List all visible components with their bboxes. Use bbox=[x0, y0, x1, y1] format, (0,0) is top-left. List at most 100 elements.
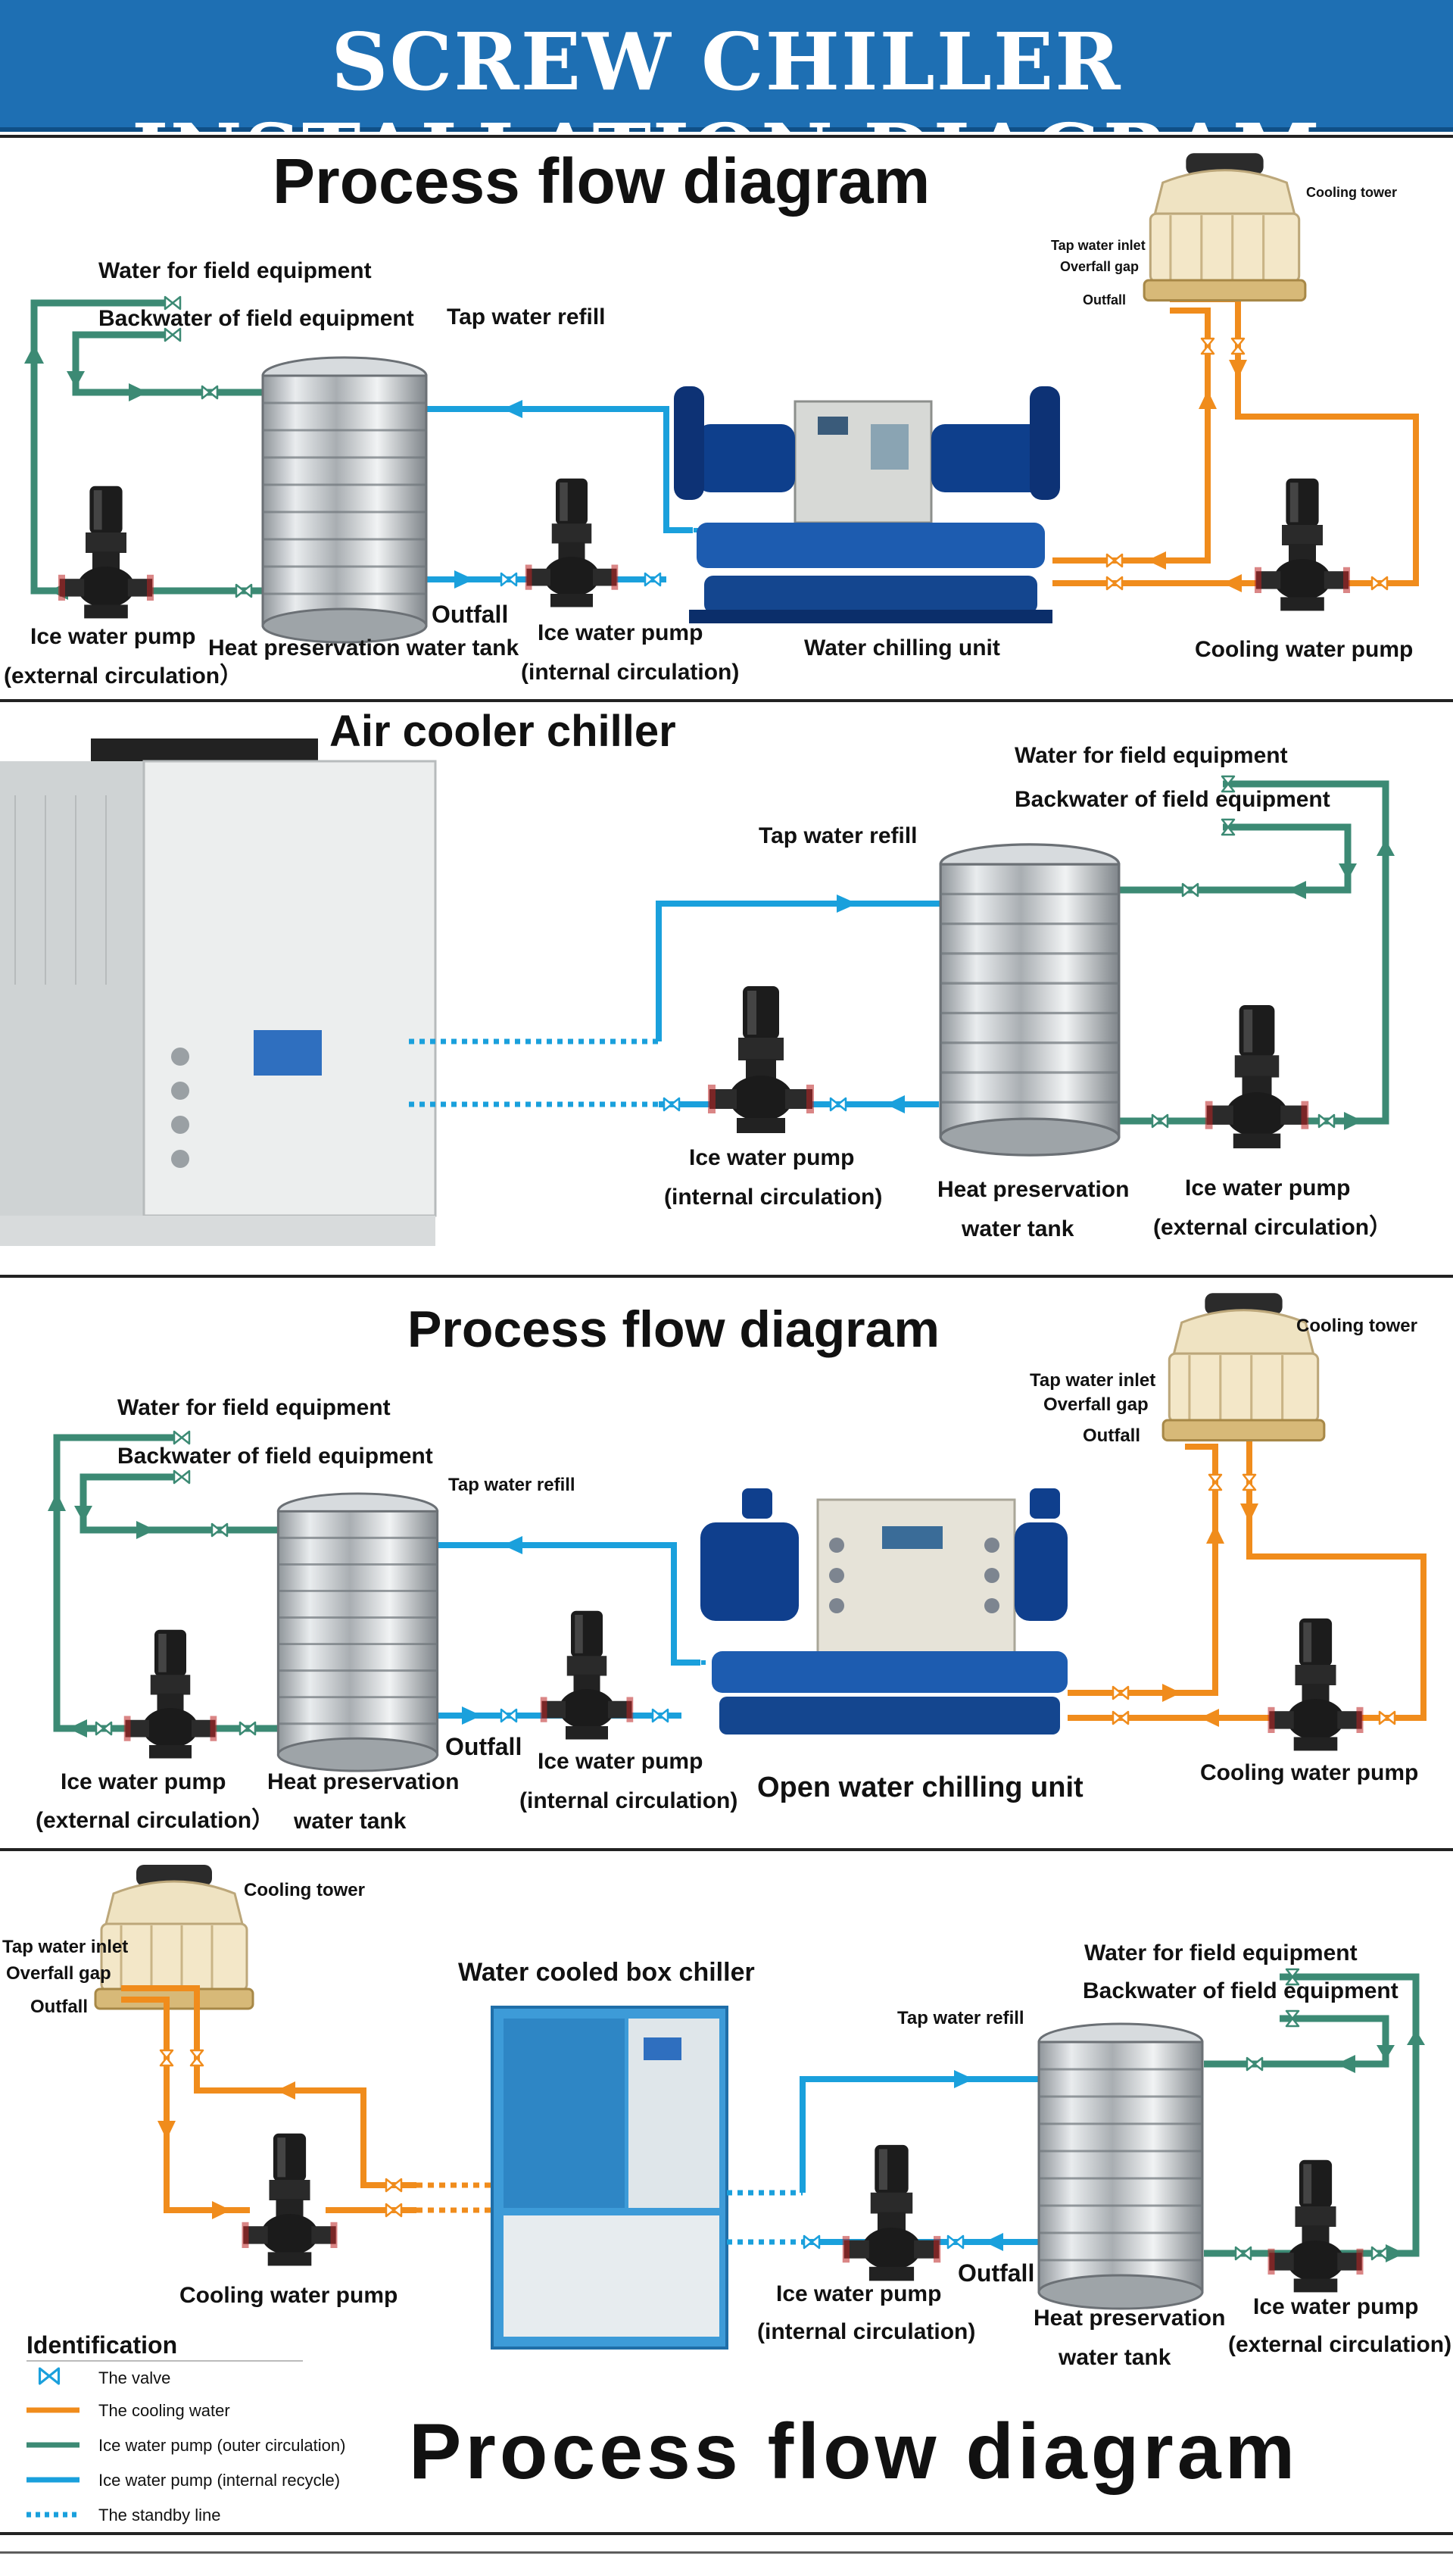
water-tank bbox=[276, 1492, 439, 1772]
outfall-label: Outfall bbox=[958, 2259, 1034, 2287]
title-banner: SCREW CHILLER INSTALLATION DIAGRAM bbox=[0, 0, 1453, 198]
arrow-icon bbox=[74, 1506, 92, 1522]
ext-pump-sub-label: (external circulation） bbox=[4, 663, 242, 688]
ext-pump-sub-label: (external circulation） bbox=[1153, 1214, 1392, 1240]
panel3-title: Process flow diagram bbox=[407, 1300, 940, 1358]
cooling-tower-label: Cooling tower bbox=[1306, 185, 1397, 200]
screw-chiller-unit bbox=[674, 386, 1060, 623]
field-return-label: Backwater of field equipment bbox=[1015, 787, 1330, 812]
int-pump-sub-label: (internal circulation) bbox=[521, 660, 739, 685]
arrow-icon bbox=[1229, 360, 1247, 379]
valve-icon bbox=[189, 2049, 204, 2067]
tank-label: Heat preservation bbox=[267, 1769, 459, 1794]
ice-water-pump-internal bbox=[540, 1610, 634, 1740]
water-tank bbox=[1037, 2022, 1204, 2310]
cooling-pump-label: Cooling water pump bbox=[1200, 1760, 1418, 1785]
tank-label: Heat preservation bbox=[937, 1177, 1129, 1202]
water-tank bbox=[939, 843, 1121, 1157]
valve-icon bbox=[946, 2234, 965, 2250]
arrow-icon bbox=[1240, 1503, 1258, 1522]
field-return-label: Backwater of field equipment bbox=[117, 1444, 433, 1469]
cooling-tower-label: Cooling tower bbox=[1296, 1316, 1417, 1336]
panel-4: Cooling tower Tap water inlet Overfall g… bbox=[0, 1848, 1453, 2554]
cooling-water-pump bbox=[242, 2133, 338, 2266]
valve-icon bbox=[1242, 1473, 1257, 1491]
valve-icon bbox=[500, 572, 518, 587]
panel-3: Process flow diagram bbox=[0, 1275, 1453, 1834]
arrow-icon bbox=[67, 371, 85, 388]
valve-icon bbox=[173, 1430, 191, 1445]
valve-icon bbox=[385, 2203, 403, 2218]
arrow-icon bbox=[212, 2201, 231, 2219]
tank-sub-label: water tank bbox=[961, 1216, 1074, 1241]
cooling-pump-label: Cooling water pump bbox=[1195, 637, 1413, 662]
arrow-icon bbox=[1147, 551, 1166, 570]
tap-refill-label: Tap water refill bbox=[897, 2008, 1024, 2028]
air-cooled-chiller-unit bbox=[0, 738, 437, 1246]
cooling-tower bbox=[1143, 151, 1307, 302]
ext-pump-label: Ice water pump bbox=[1185, 1176, 1350, 1201]
arrow-icon bbox=[1223, 574, 1242, 592]
open-chiller-unit bbox=[700, 1488, 1068, 1735]
panel4-title: Process flow diagram bbox=[409, 2408, 1299, 2496]
outfall-label: Outfall bbox=[445, 1733, 522, 1760]
valve-icon bbox=[38, 2367, 61, 2385]
int-pump-sub-label: (internal circulation) bbox=[757, 2319, 975, 2344]
cooling-water-pump bbox=[1267, 1618, 1364, 1751]
panel2-title: Air cooler chiller bbox=[329, 707, 676, 756]
arrow-icon bbox=[68, 1719, 87, 1738]
cooling-water-pipes-4 bbox=[121, 1985, 416, 2213]
valve-icon bbox=[803, 2234, 821, 2250]
tank-label: Heat preservation bbox=[1034, 2306, 1225, 2331]
valve-icon bbox=[1208, 1473, 1223, 1491]
tap-refill-label: Tap water refill bbox=[447, 304, 606, 329]
outfall-label: Outfall bbox=[432, 601, 508, 628]
arrow-icon bbox=[1339, 863, 1357, 880]
arrow-icon bbox=[886, 1095, 905, 1113]
valve-icon bbox=[663, 1097, 681, 1112]
arrow-icon bbox=[1377, 2045, 1395, 2060]
cooling-pump-label: Cooling water pump bbox=[179, 2283, 398, 2308]
valve-icon bbox=[1246, 2056, 1264, 2072]
water-tank bbox=[261, 356, 428, 644]
arrow-icon bbox=[1200, 1709, 1219, 1727]
valve-icon bbox=[1230, 337, 1246, 355]
valve-icon bbox=[239, 1721, 257, 1736]
arrow-icon bbox=[1206, 1525, 1224, 1544]
banner-title: SCREW CHILLER INSTALLATION DIAGRAM bbox=[132, 15, 1321, 199]
tap-inlet-label: Tap water inlet bbox=[2, 1937, 128, 1957]
legend-internal-label: Ice water pump (internal recycle) bbox=[98, 2471, 340, 2490]
arrow-icon bbox=[157, 2121, 176, 2140]
arrow-icon bbox=[1336, 2055, 1355, 2073]
valve-icon bbox=[1112, 1710, 1130, 1725]
chiller-label: Water cooled box chiller bbox=[458, 1958, 755, 1987]
tank-sub-label: water tank bbox=[1058, 2345, 1171, 2370]
valve-icon bbox=[829, 1097, 847, 1112]
field-supply-label: Water for field equipment bbox=[117, 1395, 391, 1420]
int-pump-label: Ice water pump bbox=[776, 2281, 941, 2306]
arrow-icon bbox=[1199, 390, 1217, 409]
valve-icon bbox=[210, 1522, 229, 1538]
valve-icon bbox=[235, 583, 253, 598]
field-supply-label: Water for field equipment bbox=[1015, 743, 1288, 768]
internal-recycle-pipes-3 bbox=[428, 1542, 700, 1719]
arrow-icon bbox=[454, 570, 474, 589]
int-pump-label: Ice water pump bbox=[538, 1749, 703, 1774]
chiller-label: Water chilling unit bbox=[804, 635, 1000, 660]
valve-icon bbox=[644, 572, 662, 587]
int-pump-sub-label: (internal circulation) bbox=[519, 1788, 737, 1813]
valve-icon bbox=[95, 1721, 113, 1736]
arrow-icon bbox=[954, 2070, 974, 2088]
arrow-icon bbox=[129, 383, 148, 401]
outer-circulation-pipes-1 bbox=[30, 299, 273, 595]
valve-icon bbox=[1200, 337, 1215, 355]
valve-icon bbox=[1370, 2246, 1389, 2261]
outfall-tower-label: Outfall bbox=[30, 1997, 88, 2017]
field-supply-label: Water for field equipment bbox=[98, 258, 372, 283]
valve-icon bbox=[1151, 1113, 1169, 1129]
tap-refill-label: Tap water refill bbox=[759, 823, 918, 848]
valve-icon bbox=[1370, 576, 1389, 591]
water-cooled-box-chiller bbox=[491, 2006, 728, 2350]
ice-water-pump-external bbox=[58, 486, 154, 619]
